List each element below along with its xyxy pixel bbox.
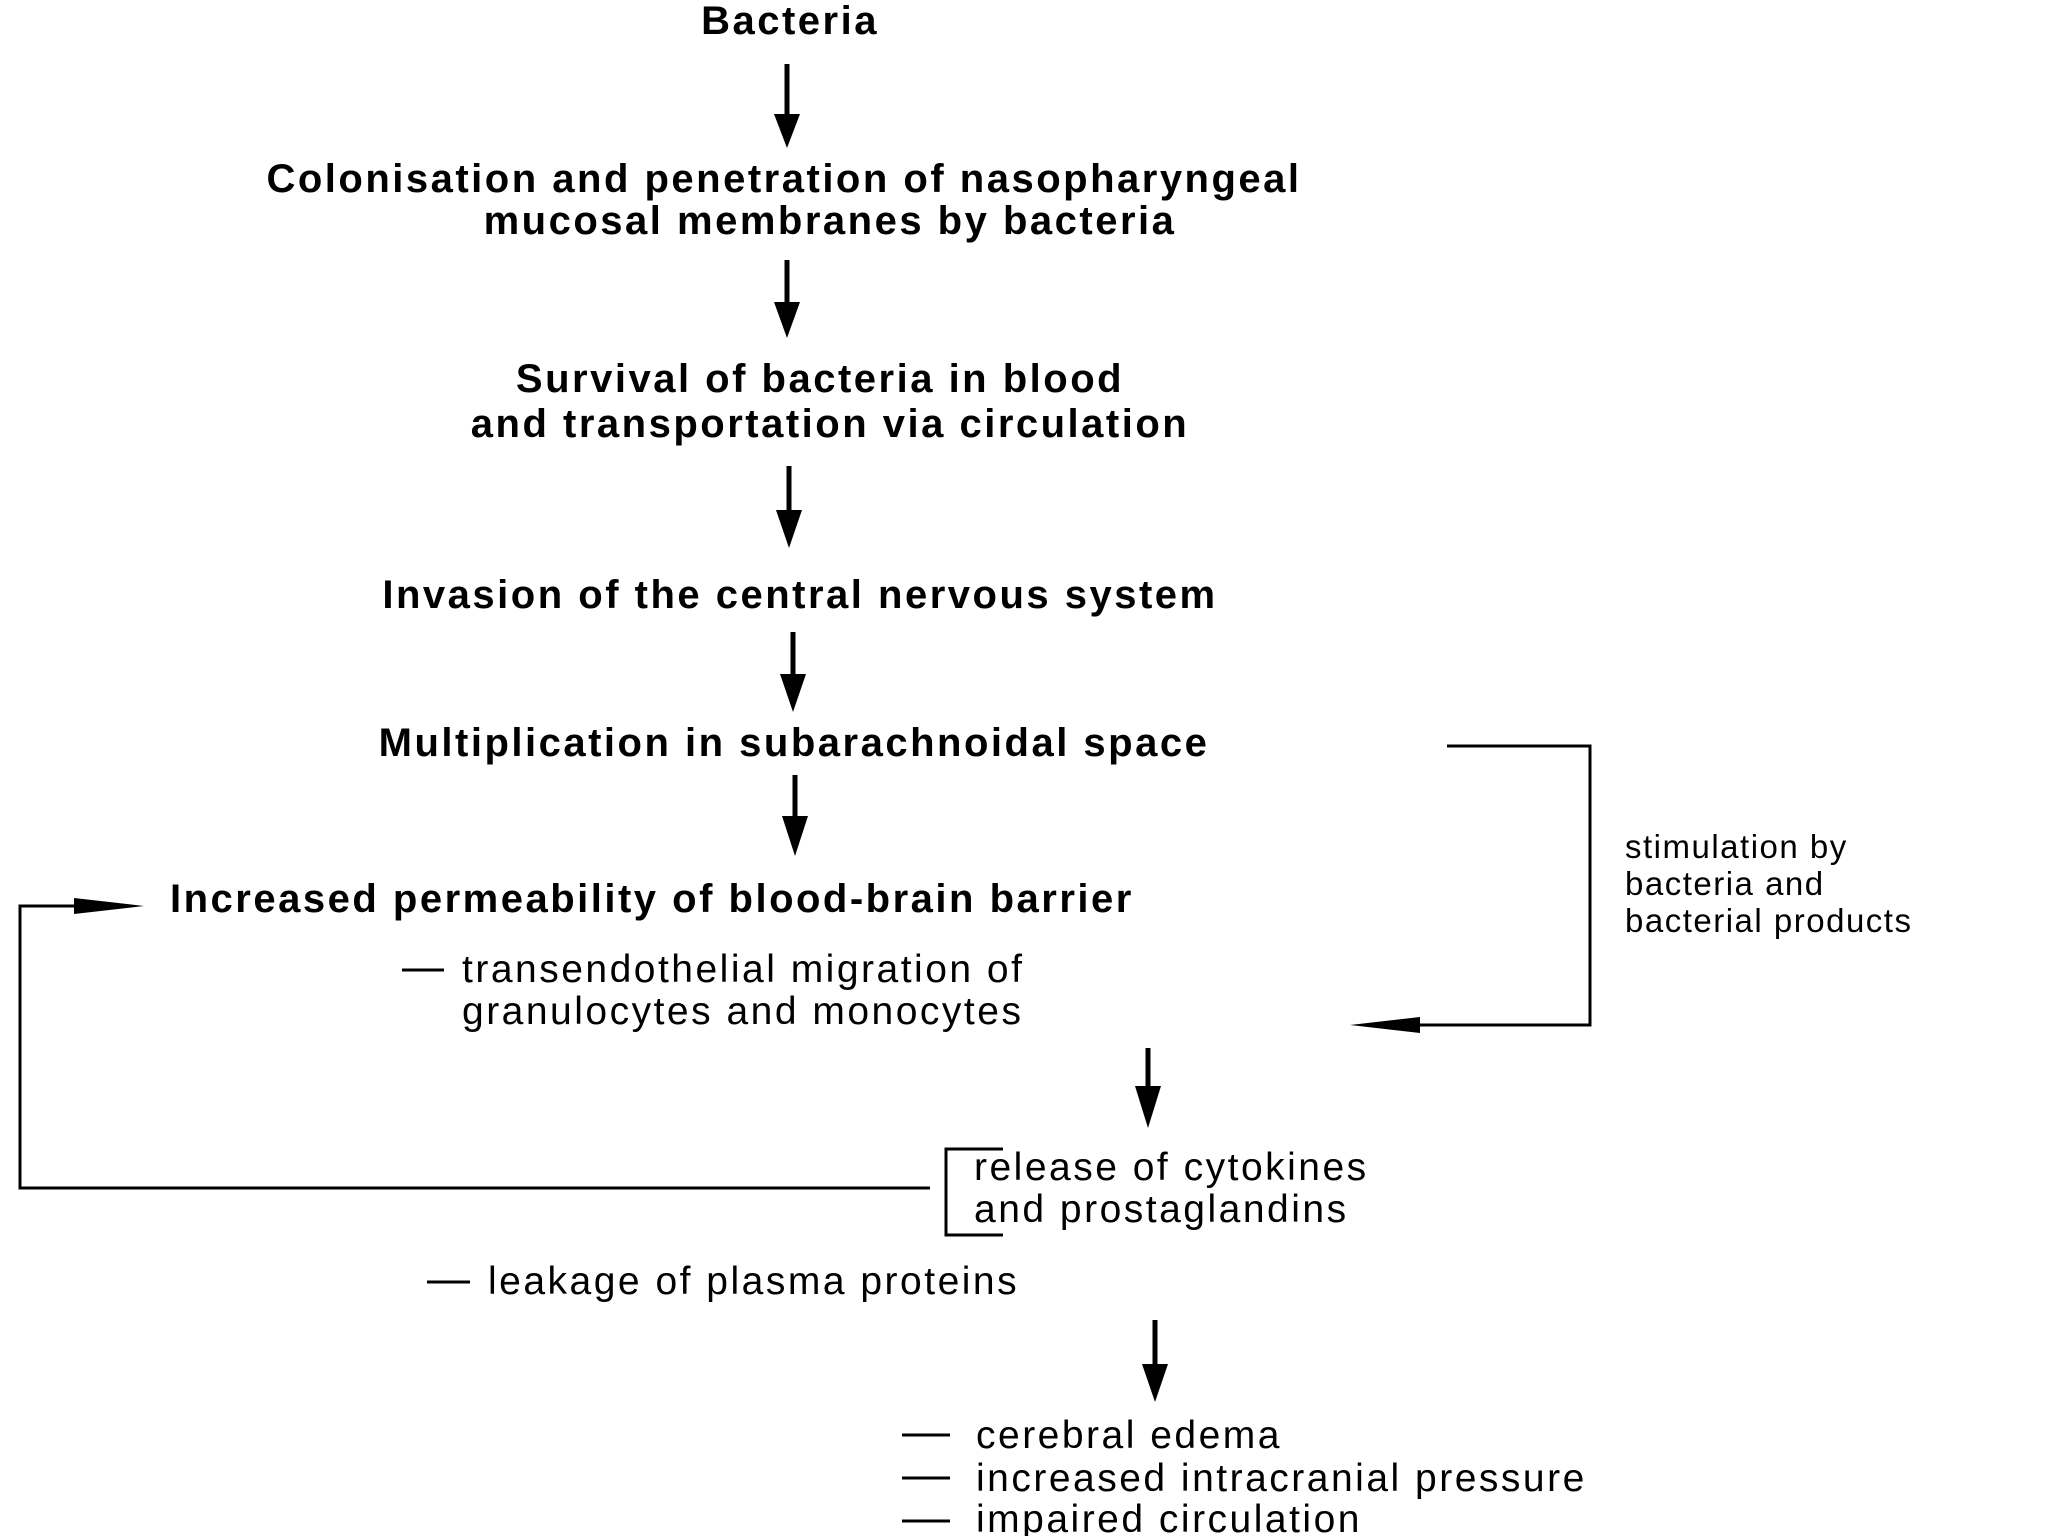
arrow-down	[774, 114, 800, 148]
arrow-down	[780, 674, 806, 712]
step-survival: Survival of bacteria in blood	[516, 357, 1124, 401]
step-multiplication: Multiplication in subarachnoidal space	[379, 721, 1210, 765]
stimulation-note: stimulation by	[1625, 828, 1848, 865]
arrow-down	[776, 510, 802, 548]
cytokine-loop-arrowhead	[74, 898, 144, 914]
step-bacteria: Bacteria	[701, 0, 879, 43]
release-text: release of cytokines	[974, 1146, 1369, 1189]
migration-text: transendothelial migration of	[462, 948, 1024, 991]
stimulation-note-line-3: bacterial products	[1625, 902, 1912, 939]
step-colonisation-line-2: mucosal membranes by bacteria	[484, 199, 1177, 243]
release-bracket	[944, 1147, 1003, 1237]
stimulation-loop-arrowhead	[1350, 1017, 1420, 1033]
leakage-text: leakage of plasma proteins	[488, 1260, 1019, 1303]
stimulation-loop-line	[1385, 744, 1592, 1027]
arrow-down	[782, 816, 808, 856]
step-invasion: Invasion of the central nervous system	[382, 573, 1217, 617]
arrow-down	[774, 302, 800, 338]
migration-text-line-2: granulocytes and monocytes	[462, 990, 1023, 1033]
arrow-down	[1142, 1364, 1168, 1402]
outcome-impaired-circulation: impaired circulation	[976, 1498, 1362, 1536]
step-survival-line-2: and transportation via circulation	[471, 402, 1189, 446]
step-increased-permeability: Increased permeability of blood-brain ba…	[170, 877, 1134, 921]
step-colonisation: Colonisation and penetration of nasophar…	[266, 157, 1301, 201]
outcome-intracranial-pressure: increased intracranial pressure	[976, 1457, 1587, 1500]
release-text-line-2: and prostaglandins	[974, 1188, 1349, 1231]
stimulation-note-line-2: bacteria and	[1625, 865, 1825, 902]
cytokine-loop-line	[18, 904, 930, 1190]
outcome-cerebral-edema: cerebral edema	[976, 1414, 1282, 1457]
arrow-down	[1135, 1086, 1161, 1128]
